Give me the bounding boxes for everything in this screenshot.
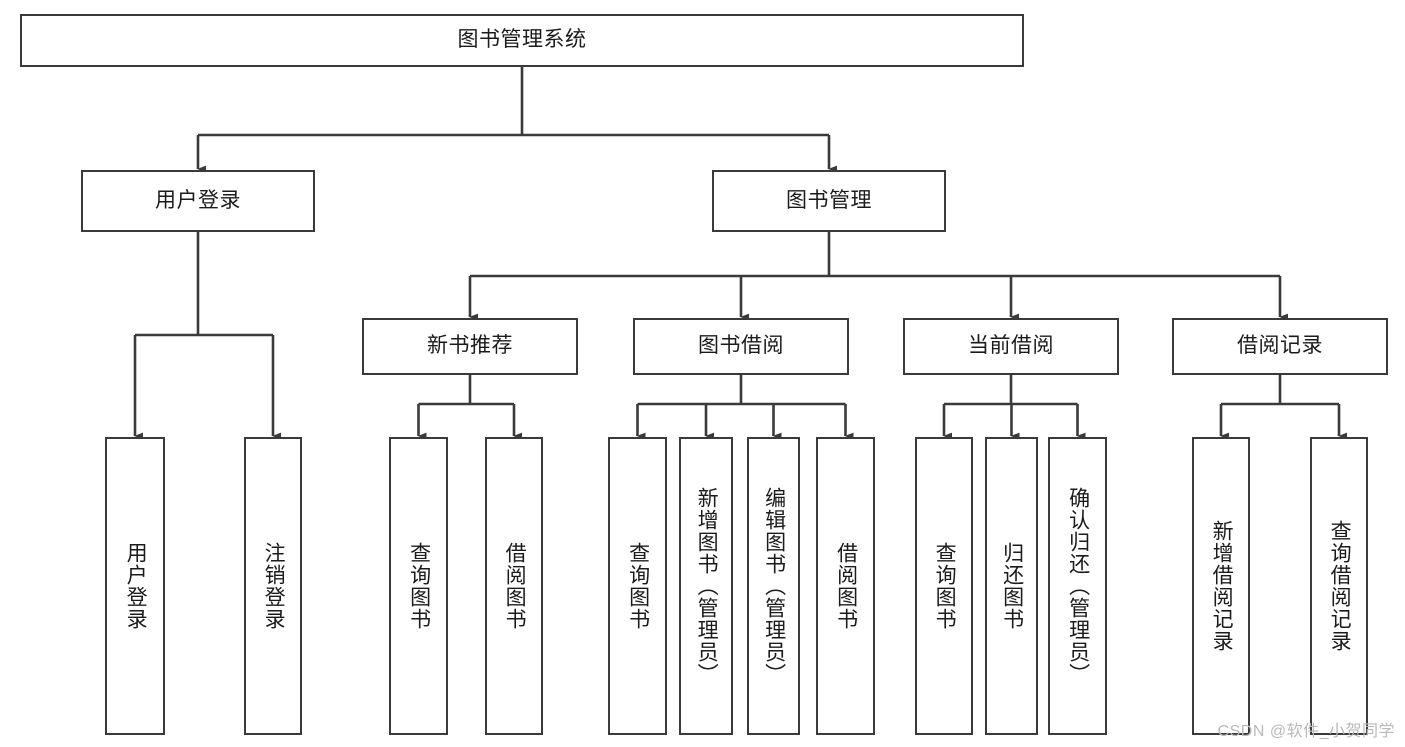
node-borrow-record[interactable]: 借阅记录 bbox=[1172, 318, 1388, 375]
node-book-borrow[interactable]: 图书借阅 bbox=[633, 318, 849, 375]
node-leaf-user-login[interactable]: 用户登录 bbox=[105, 437, 165, 735]
node-leaf-add-borrow-record-label: 新增借阅记录 bbox=[1210, 520, 1234, 652]
node-leaf-edit-book-admin[interactable]: 编辑图书（管理员） bbox=[747, 437, 800, 735]
node-leaf-query-book-borrow-label: 查询图书 bbox=[626, 542, 650, 630]
node-new-book-recommend[interactable]: 新书推荐 bbox=[362, 318, 578, 375]
node-leaf-return-book[interactable]: 归还图书 bbox=[985, 437, 1038, 735]
node-leaf-edit-book-admin-label: 编辑图书（管理员） bbox=[762, 487, 786, 685]
node-new-book-recommend-label: 新书推荐 bbox=[427, 334, 513, 358]
node-borrow-record-label: 借阅记录 bbox=[1237, 334, 1323, 358]
node-leaf-user-login-label: 用户登录 bbox=[124, 542, 148, 630]
node-leaf-confirm-return-admin[interactable]: 确认归还（管理员） bbox=[1048, 437, 1107, 735]
node-leaf-query-book-current[interactable]: 查询图书 bbox=[915, 437, 973, 735]
node-leaf-add-book-admin[interactable]: 新增图书（管理员） bbox=[679, 437, 733, 735]
node-leaf-logout-label: 注销登录 bbox=[262, 542, 286, 630]
node-leaf-borrow-book[interactable]: 借阅图书 bbox=[816, 437, 875, 735]
node-leaf-add-book-admin-label: 新增图书（管理员） bbox=[695, 487, 719, 685]
node-leaf-query-borrow-record[interactable]: 查询借阅记录 bbox=[1310, 437, 1368, 735]
node-book-management-label: 图书管理 bbox=[786, 188, 872, 212]
node-book-management[interactable]: 图书管理 bbox=[712, 170, 946, 232]
node-root[interactable]: 图书管理系统 bbox=[20, 14, 1024, 67]
node-leaf-borrow-book-new-label: 借阅图书 bbox=[503, 542, 527, 630]
node-book-borrow-label: 图书借阅 bbox=[698, 334, 784, 358]
node-current-borrow-label: 当前借阅 bbox=[968, 334, 1054, 358]
node-current-borrow[interactable]: 当前借阅 bbox=[903, 318, 1119, 375]
node-leaf-borrow-book-label: 借阅图书 bbox=[834, 542, 858, 630]
node-user-login[interactable]: 用户登录 bbox=[81, 170, 315, 232]
node-leaf-confirm-return-admin-label: 确认归还（管理员） bbox=[1066, 487, 1090, 685]
node-leaf-query-book-borrow[interactable]: 查询图书 bbox=[608, 437, 667, 735]
node-leaf-return-book-label: 归还图书 bbox=[1000, 542, 1024, 630]
node-leaf-query-book-new-label: 查询图书 bbox=[407, 542, 431, 630]
node-user-login-label: 用户登录 bbox=[155, 188, 241, 212]
node-leaf-add-borrow-record[interactable]: 新增借阅记录 bbox=[1192, 437, 1250, 735]
node-leaf-logout[interactable]: 注销登录 bbox=[244, 437, 302, 735]
node-leaf-query-book-new[interactable]: 查询图书 bbox=[389, 437, 448, 735]
node-leaf-query-borrow-record-label: 查询借阅记录 bbox=[1328, 520, 1352, 652]
node-root-label: 图书管理系统 bbox=[457, 28, 587, 52]
node-leaf-query-book-current-label: 查询图书 bbox=[933, 542, 957, 630]
node-leaf-borrow-book-new[interactable]: 借阅图书 bbox=[485, 437, 543, 735]
